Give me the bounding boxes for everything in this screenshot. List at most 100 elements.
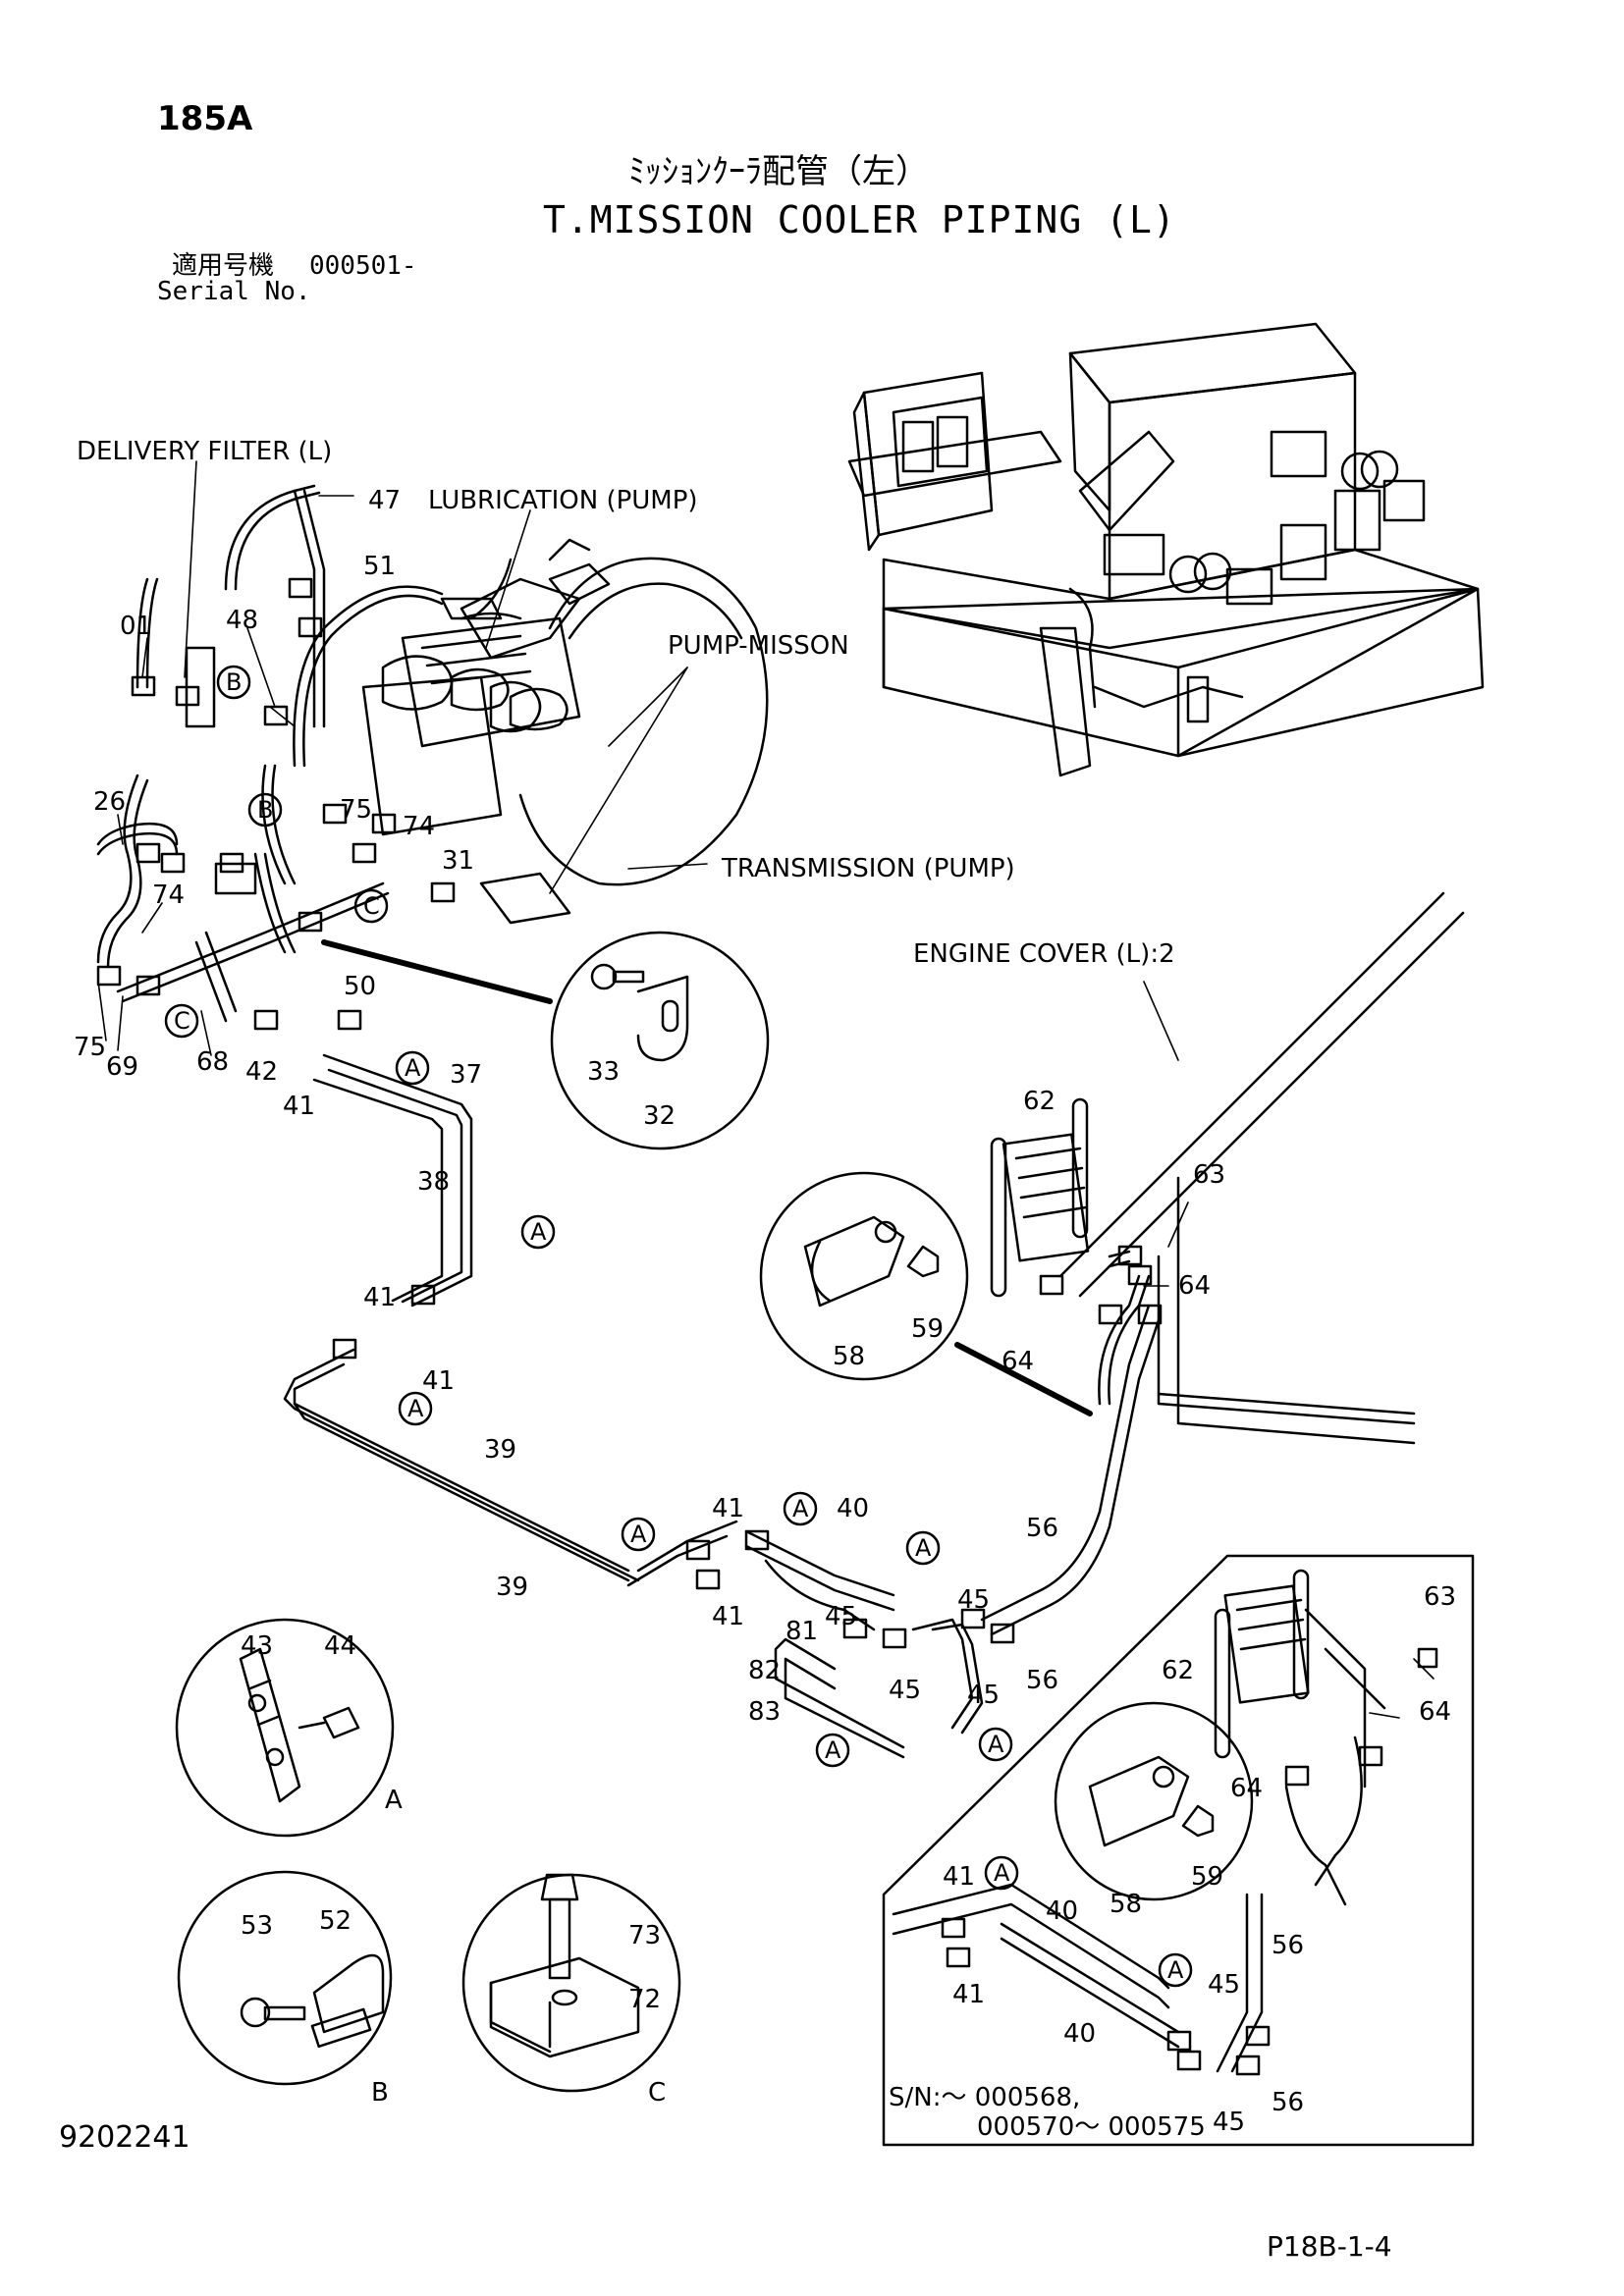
oil-cooler-assembly <box>990 891 1465 1445</box>
serial-value: 000501- <box>309 251 417 281</box>
part-number: 33 <box>587 1057 620 1087</box>
part-number: 39 <box>484 1435 516 1465</box>
marker-a: A <box>915 1534 932 1562</box>
part-number: 40 <box>1046 1896 1078 1926</box>
marker-b: B <box>257 796 273 824</box>
part-number: 64 <box>1178 1271 1211 1301</box>
detail-letter-b: B <box>371 2078 389 2108</box>
part-number: 72 <box>628 1985 661 2014</box>
part-number: 56 <box>1026 1514 1058 1543</box>
part-number: 59 <box>1191 1862 1223 1892</box>
part-number: 81 <box>785 1617 818 1646</box>
part-number: 45 <box>889 1676 921 1705</box>
part-number: 64 <box>1419 1697 1451 1727</box>
part-number: 48 <box>226 606 258 635</box>
label-sn-line1: S/N:～ 000568, <box>889 2083 1080 2112</box>
part-number: 69 <box>106 1052 138 1082</box>
part-number: 01 <box>120 612 152 641</box>
part-number: 41 <box>283 1092 315 1121</box>
part-number: 52 <box>319 1906 352 1936</box>
part-number: 43 <box>241 1631 273 1661</box>
part-number: 75 <box>74 1033 106 1062</box>
left-piping-assembly <box>96 484 769 1031</box>
label-transmission-pump: TRANSMISSION (PUMP) <box>721 854 1015 883</box>
part-number: 42 <box>245 1057 278 1087</box>
part-number: 83 <box>748 1697 781 1727</box>
marker-a: A <box>407 1395 424 1422</box>
part-number: 58 <box>833 1342 865 1371</box>
part-number: 58 <box>1110 1890 1142 1919</box>
marker-b: B <box>226 668 242 696</box>
marker-a: A <box>630 1521 647 1548</box>
part-number: 68 <box>196 1047 229 1077</box>
marker-c: C <box>174 1007 190 1035</box>
part-number: 38 <box>417 1167 450 1197</box>
part-number: 62 <box>1162 1656 1194 1685</box>
part-number: 51 <box>363 552 396 581</box>
part-number: 59 <box>911 1314 944 1344</box>
label-engine-cover: ENGINE COVER (L):2 <box>913 939 1175 969</box>
marker-c: C <box>363 892 380 920</box>
part-number: 41 <box>712 1602 744 1631</box>
figure-reference: P18B-1-4 <box>1267 2230 1392 2263</box>
part-number: 64 <box>1001 1347 1034 1376</box>
marker-a: A <box>530 1218 547 1246</box>
serial-label-jp: 適用号機 <box>172 251 275 281</box>
part-number: 32 <box>643 1101 676 1131</box>
detail-markers <box>164 665 1193 1988</box>
marker-a: A <box>994 1859 1010 1887</box>
marker-a: A <box>792 1495 809 1522</box>
part-number: 53 <box>241 1911 273 1941</box>
marker-a: A <box>1167 1956 1184 1984</box>
page-code: 185A <box>157 99 253 138</box>
detail-circle-clip-32 <box>550 931 770 1150</box>
detail-letter-a: A <box>385 1786 403 1815</box>
marker-a: A <box>405 1054 421 1082</box>
sn-inset-box <box>882 1554 1475 2147</box>
part-number: 40 <box>837 1494 869 1523</box>
page-title: T.MISSION COOLER PIPING (L) <box>543 198 1176 241</box>
document-number: 9202241 <box>59 2120 190 2155</box>
part-number: 41 <box>363 1283 396 1312</box>
part-number: 26 <box>93 787 126 817</box>
machine-overview <box>847 322 1485 777</box>
part-number: 41 <box>943 1862 975 1892</box>
part-number: 56 <box>1272 2088 1304 2117</box>
label-sn-line2: 000570～ 000575 <box>977 2112 1206 2142</box>
part-number: 41 <box>712 1494 744 1523</box>
detail-circle-clip-a <box>175 1618 395 1838</box>
part-number: 63 <box>1193 1160 1225 1190</box>
part-number: 31 <box>442 846 474 876</box>
part-number: 45 <box>825 1602 857 1631</box>
part-number: 50 <box>344 972 376 1001</box>
part-number: 62 <box>1023 1087 1056 1116</box>
part-number: 44 <box>324 1631 356 1661</box>
part-number: 45 <box>1208 1970 1240 2000</box>
part-number: 74 <box>152 881 185 910</box>
detail-circle-clip-c <box>461 1873 681 2093</box>
part-number: 56 <box>1026 1666 1058 1695</box>
detail-circle-clip-58 <box>759 1171 969 1381</box>
detail-circle-clip-b <box>177 1870 393 2086</box>
detail-letter-c: C <box>648 2078 666 2108</box>
label-pump-misson: PUMP-MISSON <box>668 631 849 661</box>
leader-lines <box>97 460 1435 1719</box>
part-number: 56 <box>1272 1931 1304 1960</box>
part-number: 73 <box>628 1921 661 1950</box>
marker-a: A <box>825 1736 841 1764</box>
part-number: 45 <box>1213 2108 1245 2137</box>
part-number: 41 <box>422 1366 455 1396</box>
part-number: 41 <box>952 1980 985 2009</box>
part-number: 74 <box>403 812 435 841</box>
label-delivery-filter: DELIVERY FILTER (L) <box>77 437 332 466</box>
part-number: 37 <box>450 1060 482 1090</box>
part-number: 75 <box>340 795 372 825</box>
part-number: 40 <box>1063 2019 1096 2049</box>
part-number: 64 <box>1230 1774 1263 1803</box>
part-number: 45 <box>967 1681 1000 1710</box>
part-number: 82 <box>748 1656 781 1685</box>
part-number: 63 <box>1424 1582 1456 1612</box>
marker-a: A <box>988 1731 1004 1758</box>
part-number: 47 <box>368 486 401 515</box>
